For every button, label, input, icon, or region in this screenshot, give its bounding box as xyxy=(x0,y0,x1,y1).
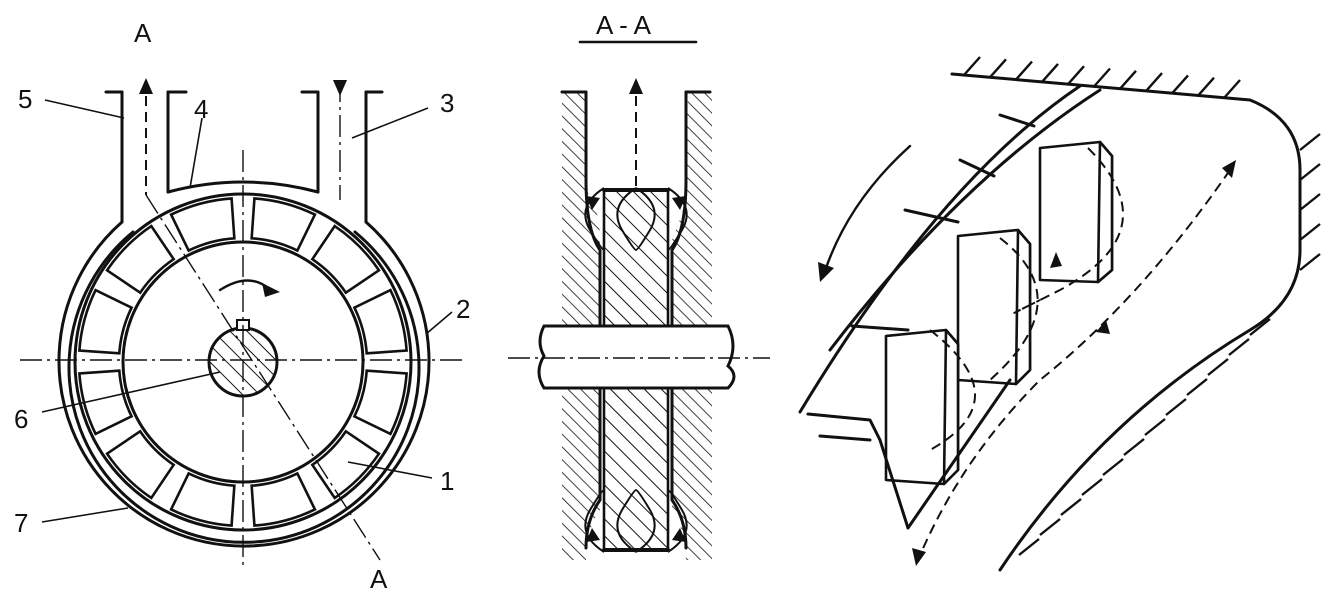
hatch-tick xyxy=(1228,338,1250,356)
hatch-tick xyxy=(1299,223,1321,241)
hatch-tick xyxy=(1039,518,1061,536)
hatch-tick xyxy=(1041,63,1059,83)
section-marker-top: A xyxy=(134,18,152,48)
hatch-tick xyxy=(1119,70,1137,90)
label-part-3: 3 xyxy=(440,88,454,118)
impeller xyxy=(73,192,413,532)
hatch-tick xyxy=(1144,418,1166,436)
detail-blades xyxy=(878,140,1114,530)
hatch-tick xyxy=(1299,253,1321,271)
impeller-blades xyxy=(78,197,408,527)
impeller-cell xyxy=(169,471,236,527)
impeller-cell xyxy=(310,429,381,500)
section-shaft xyxy=(537,324,736,390)
hatch-ticks-right xyxy=(1018,133,1321,556)
section-marker-bottom: A xyxy=(370,564,388,594)
hatch-tick xyxy=(1223,79,1241,99)
impeller-cell xyxy=(310,224,381,295)
hatch-tick xyxy=(1018,538,1040,556)
label-part-5: 5 xyxy=(18,84,32,114)
hatch-tick xyxy=(1123,438,1145,456)
section-title: A - A xyxy=(596,10,652,40)
impeller-cell xyxy=(250,471,317,527)
hatch-tick xyxy=(1186,378,1208,396)
label-part-1: 1 xyxy=(440,466,454,496)
outlet-pipe xyxy=(104,90,188,224)
impeller-cell xyxy=(78,288,134,355)
hatch-tick xyxy=(1081,478,1103,496)
hatch-tick xyxy=(1197,76,1215,97)
hatch-tick xyxy=(1165,398,1187,416)
vortex-flow-top xyxy=(584,187,688,251)
hatch-tick xyxy=(1015,60,1033,81)
hatch-tick xyxy=(1207,358,1229,376)
hatch-ticks-top xyxy=(963,56,1241,99)
impeller-cell xyxy=(78,369,134,436)
hatch-tick xyxy=(989,58,1007,79)
hatch-tick xyxy=(1299,133,1321,151)
impeller-cell xyxy=(105,429,176,500)
hatch-tick xyxy=(1145,72,1163,92)
hatch-tick xyxy=(1249,318,1271,336)
hatch-tick xyxy=(1060,498,1082,516)
impeller-cell xyxy=(352,288,408,355)
impeller-cell xyxy=(352,369,408,436)
hatch-tick xyxy=(1067,65,1085,85)
label-part-6: 6 xyxy=(14,404,28,434)
label-part-7: 7 xyxy=(14,508,28,538)
hatch-tick xyxy=(1299,163,1321,181)
impeller-cell xyxy=(250,197,317,253)
label-part-4: 4 xyxy=(194,94,208,124)
casing xyxy=(57,220,431,548)
hatch-tick xyxy=(963,56,981,76)
channel-partition xyxy=(166,180,320,194)
label-part-2: 2 xyxy=(456,294,470,324)
detail-view xyxy=(798,56,1321,572)
impeller-cell xyxy=(169,197,236,253)
section-view: A - A xyxy=(508,10,770,560)
impeller-cell xyxy=(105,224,176,295)
hatch-tick xyxy=(1093,67,1111,88)
hatch-tick xyxy=(1299,193,1321,211)
vortex-flow-bottom xyxy=(584,489,688,553)
inlet-pipe xyxy=(300,90,384,224)
front-view xyxy=(20,78,466,570)
hatch-tick xyxy=(1171,74,1189,95)
hatch-tick xyxy=(1102,458,1124,476)
